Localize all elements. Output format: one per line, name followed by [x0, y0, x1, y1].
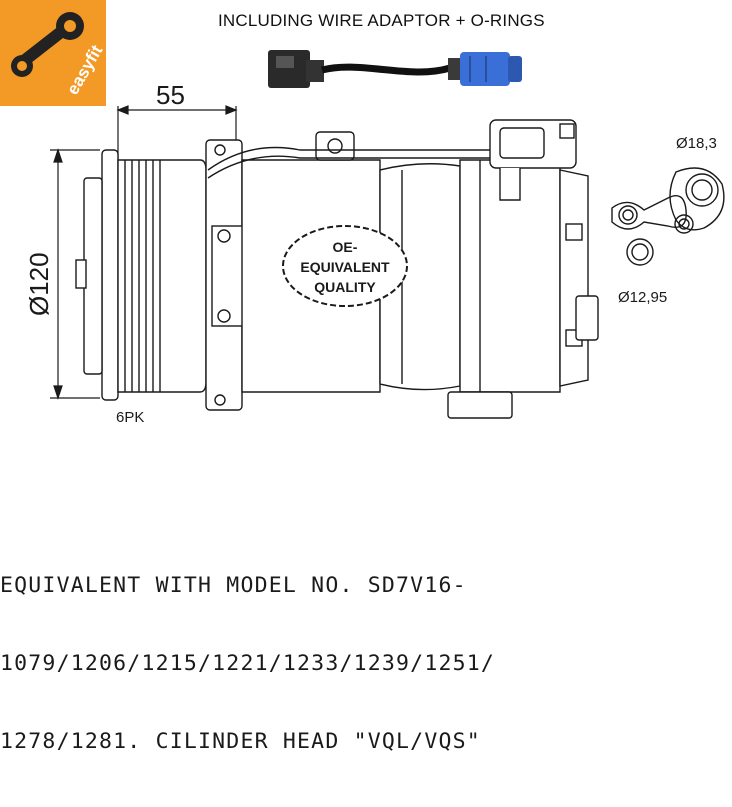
- diameter-label: Ø120: [24, 252, 54, 316]
- oring-small-label: Ø12,95: [618, 289, 667, 306]
- compressor-body: [75, 119, 599, 419]
- oring-large-label: Ø18,3: [676, 135, 717, 152]
- width-label: 55: [156, 80, 185, 110]
- header-caption: INCLUDING WIRE ADAPTOR + O-RINGS: [218, 11, 545, 30]
- o-ring-set: [611, 167, 725, 266]
- oe-badge: OE- EQUIVALENT QUALITY: [282, 225, 408, 307]
- width-dimension: [116, 105, 238, 160]
- compressor-drawing: easyfit 55: [0, 0, 725, 426]
- footer-line-2: 1079/1206/1215/1221/1233/1239/1251/: [0, 651, 496, 676]
- belt-label: 6PK: [116, 409, 144, 426]
- badge-line1: OE-: [333, 239, 358, 255]
- easyfit-logo: easyfit: [0, 0, 107, 106]
- footer-line-3: 1278/1281. CILINDER HEAD "VQL/VQS": [0, 729, 481, 754]
- model-equivalence-text: EQUIVALENT WITH MODEL NO. SD7V16- 1079/1…: [0, 521, 600, 807]
- footer-line-1: EQUIVALENT WITH MODEL NO. SD7V16-: [0, 573, 467, 598]
- badge-line2: EQUIVALENT: [300, 259, 390, 275]
- wire-adaptor: [268, 50, 522, 88]
- product-diagram: easyfit 55: [0, 0, 725, 754]
- badge-line3: QUALITY: [314, 279, 376, 295]
- wrench-gear-icon: [11, 12, 84, 77]
- diameter-dimension: [50, 148, 100, 400]
